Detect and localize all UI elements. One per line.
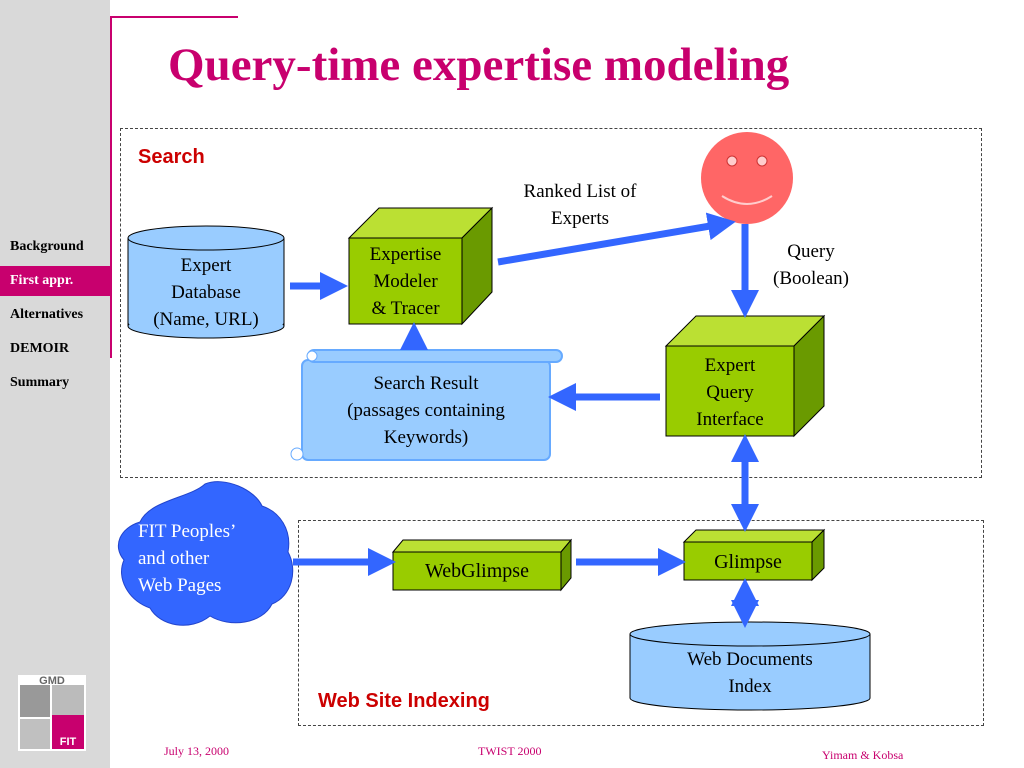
title-rule (110, 16, 238, 18)
flow-arrows (290, 212, 759, 628)
nav-demoir[interactable]: DEMOIR (10, 341, 70, 356)
search-region (120, 128, 982, 478)
webglimpse-label: WebGlimpse (425, 560, 529, 582)
sidebar-rule (110, 18, 112, 358)
nav-alternatives[interactable]: Alternatives (10, 307, 84, 322)
expertise-modeler-box (347, 206, 494, 326)
search-result-scroll (290, 349, 563, 461)
svg-text:FIT: FIT (60, 736, 77, 748)
web-index-cylinder (629, 621, 871, 711)
expert-database-cylinder (127, 225, 285, 339)
gmd-fit-logo: GMD FIT (18, 675, 86, 751)
query-label: Query(Boolean) (773, 241, 849, 289)
search-region-label: Search (138, 146, 205, 168)
svg-text:GMD: GMD (39, 675, 65, 687)
page-title: Query-time expertise modeling (168, 39, 790, 91)
sidebar (0, 0, 110, 768)
fit-pages-blob (118, 481, 294, 626)
indexing-region-label: Web Site Indexing (318, 690, 490, 712)
user-smiley (701, 132, 793, 224)
expert-query-interface-box (664, 314, 826, 438)
glimpse-box (682, 528, 826, 582)
nav-first-approach[interactable]: First appr. (0, 266, 110, 296)
footer-event: TWIST 2000 (478, 744, 542, 758)
indexing-region (298, 520, 984, 726)
webglimpse-box (391, 538, 573, 592)
footer-date: July 13, 2000 (164, 744, 230, 758)
glimpse-label: Glimpse (714, 551, 782, 573)
footer-authors: Yimam & Kobsa (822, 748, 904, 762)
nav-summary[interactable]: Summary (10, 375, 70, 390)
nav-background[interactable]: Background (10, 239, 84, 254)
